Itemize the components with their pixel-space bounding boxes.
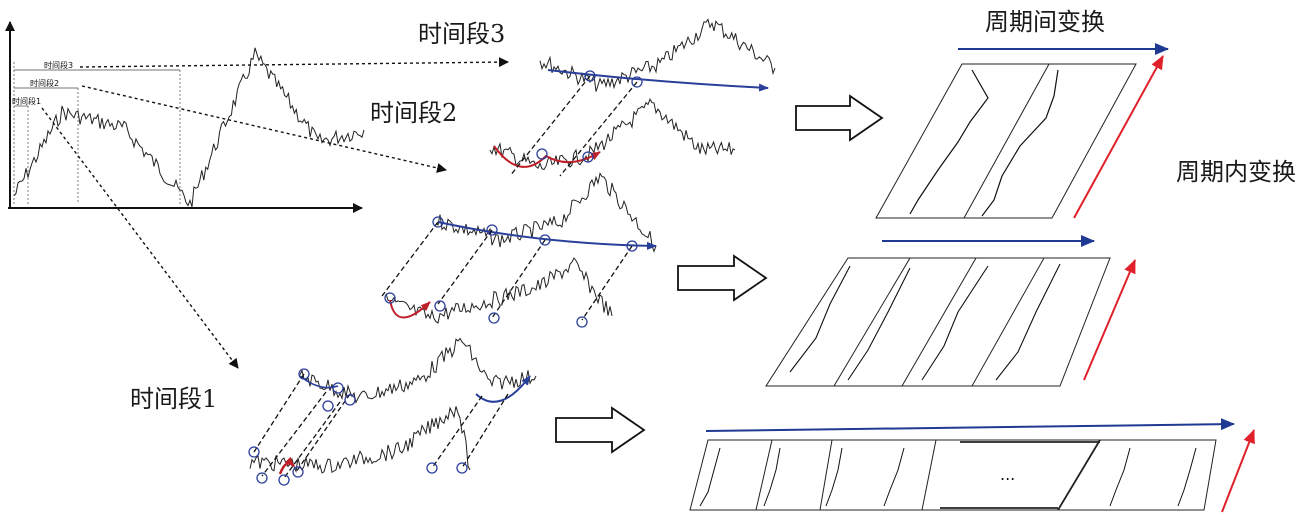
small-label-segment-2: 时间段2 xyxy=(30,78,59,88)
circle-marker-icon xyxy=(384,216,638,328)
panel-1-trace-b xyxy=(763,447,781,507)
segment-1-lower-signal xyxy=(249,406,471,474)
segment-3-stack xyxy=(489,18,776,177)
circle-marker-icon xyxy=(248,368,468,486)
segment-2-lower-signal xyxy=(385,257,613,324)
period-panel-segment-2 xyxy=(765,235,1136,387)
pointer-segment-2 xyxy=(81,85,447,173)
panel-1-trace-e xyxy=(1109,447,1131,507)
ellipsis-label: ... xyxy=(1000,465,1015,484)
small-label-segment-1: 时间段1 xyxy=(12,96,41,106)
segment-1-stack xyxy=(248,337,537,486)
small-label-segment-3: 时间段3 xyxy=(44,60,73,70)
pointer-segment-3 xyxy=(79,57,509,68)
label-segment-2: 时间段2 xyxy=(370,99,457,127)
hollow-right-arrow-icon-2 xyxy=(677,254,768,302)
panel-2-trace-d xyxy=(995,263,1061,381)
hollow-right-arrow-icon-1 xyxy=(795,94,884,142)
panel-1-trace-a xyxy=(699,447,721,507)
hollow-right-arrow-icon-3 xyxy=(555,406,646,454)
panel-3-trace-a xyxy=(909,69,989,215)
segment-2-intra-fit xyxy=(389,299,431,319)
segment-3-upper-signal xyxy=(539,18,776,92)
segment-3-inter-fit xyxy=(547,69,769,92)
intra-period-arrow-1 xyxy=(1073,55,1164,219)
label-intra-period-transform: 周期内变换 xyxy=(1176,158,1296,186)
circle-marker-icon xyxy=(536,70,643,163)
panel-1-trace-c xyxy=(825,447,843,507)
segment-2-inter-fit xyxy=(437,221,657,250)
period-panel-segment-3 xyxy=(875,43,1169,219)
panel-3-trace-b xyxy=(981,69,1059,217)
segment-3-lower-signal xyxy=(489,98,736,171)
pointer-segment-1 xyxy=(41,107,239,369)
source-signal xyxy=(13,47,365,207)
label-segment-1: 时间段1 xyxy=(130,385,217,413)
panel-1-trace-d xyxy=(883,447,905,507)
segment-1-upper-signal xyxy=(299,337,537,404)
inter-period-arrow-3 xyxy=(705,418,1235,432)
period-panel-segment-1: ... xyxy=(689,418,1255,513)
intra-period-arrow-2 xyxy=(1083,259,1136,381)
label-inter-period-transform: 周期间变换 xyxy=(985,8,1105,36)
panel-1-trace-f xyxy=(1177,447,1197,507)
segment-2-stack xyxy=(381,172,657,328)
label-segment-3: 时间段3 xyxy=(418,20,505,48)
intra-period-arrow-3 xyxy=(1221,429,1255,513)
panel-2-trace-a xyxy=(789,265,851,373)
segment-1-inter-fit xyxy=(475,375,531,403)
source-series-panel: 时间段3 时间段2 时间段1 xyxy=(4,21,509,369)
segment-2-upper-signal xyxy=(435,172,657,253)
segment-1-intra-fit xyxy=(278,456,295,475)
panel-2-trace-b xyxy=(847,267,911,381)
panel-2-trace-c xyxy=(921,265,989,381)
